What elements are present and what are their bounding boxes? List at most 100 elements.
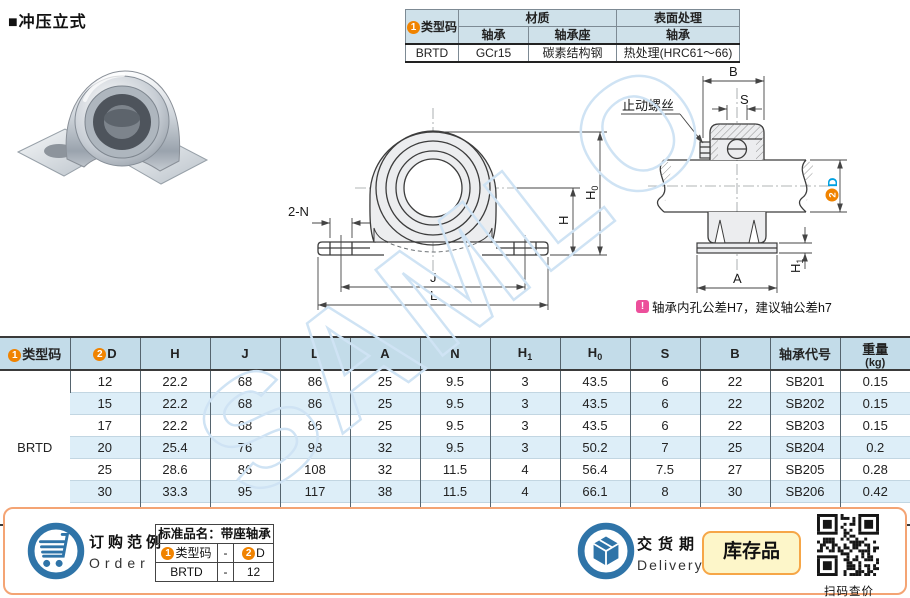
table-row: 25 28.6 86 108 32 11.5 4 56.4 7.5 27 SB2… [0,458,910,481]
cell: 86 [279,369,350,393]
cell: 0.28 [839,458,910,481]
cell: 43.5 [559,369,630,393]
cell: 33.3 [139,480,210,503]
table-row: 15 22.2 68 86 25 9.5 3 43.5 6 22 SB202 0… [0,392,910,415]
spec-header-surface: 表面处理 [616,9,740,27]
page-title: ■冲压立式 [8,14,87,31]
cell: 11.5 [419,480,490,503]
dim-h1-label: H1 [788,259,805,273]
d-value[interactable]: 25 [70,458,140,481]
cell: 8 [629,480,700,503]
delivery-box-icon [577,522,635,580]
cell: 0.2 [839,436,910,459]
spec-subheader-housing: 轴承座 [528,26,617,45]
cell: 66.1 [559,480,630,503]
spec-type-code[interactable]: BRTD [405,43,459,63]
cell: 3 [489,436,560,459]
cell: 0.15 [839,414,910,437]
badge-1: 1 [8,349,22,362]
cell: 95 [209,480,280,503]
tolerance-note: ! 轴承内孔公差H7，建议轴公差h7 [636,297,832,316]
d-value[interactable]: 17 [70,414,140,437]
col-h1: H1 [489,337,560,371]
bearing-code: SB203 [769,414,840,437]
dim-j-label: J [430,270,437,285]
set-screw-label: 止动螺丝 [622,98,674,113]
cell: 22.2 [139,369,210,393]
qr-code[interactable] [817,514,879,576]
cell: 43.5 [559,392,630,415]
delivery-label-en: Delivery [637,557,704,573]
cell: 7.5 [629,458,700,481]
front-view-drawing: 2-N J L H H0 [288,108,607,310]
tolerance-note-text: 轴承内孔公差H7，建议轴公差h7 [652,301,832,315]
dim-l-label: L [430,288,437,303]
cell: 9.5 [419,369,490,393]
cell: 6 [629,392,700,415]
cell: 25 [349,369,420,393]
delivery-label: 交货期 [637,536,701,553]
cart-icon [27,522,85,580]
cell: 86 [279,392,350,415]
order-value-type: BRTD [155,562,218,582]
d-value[interactable]: 20 [70,436,140,459]
dim-s-label: S [740,92,749,107]
table-row: BRTD 12 22.2 68 86 25 9.5 3 43.5 6 22 SB… [0,369,910,525]
cell: 76 [209,436,280,459]
in-stock-badge[interactable]: 库存品 [702,531,801,575]
cell: 3 [489,369,560,393]
cell: 28.6 [139,458,210,481]
order-value-dash: - [217,562,234,582]
cell: 4 [489,480,560,503]
cell: 6 [629,414,700,437]
order-value-d: 12 [233,562,274,582]
cell: 0.42 [839,480,910,503]
cell: 22.2 [139,414,210,437]
cell: 9.5 [419,392,490,415]
cell: 3 [489,392,560,415]
cell: 11.5 [419,458,490,481]
cell: 68 [209,369,280,393]
cell: 25 [349,414,420,437]
type-code-cell[interactable]: BRTD [0,370,70,525]
cell: 30 [699,480,770,503]
col-n: N [419,337,490,371]
cell: 25.4 [139,436,210,459]
cell: 22 [699,414,770,437]
d-value[interactable]: 12 [69,369,140,393]
d-value[interactable]: 15 [70,392,140,415]
cell: 22 [699,369,770,393]
col-s: S [629,337,700,371]
cell: 22.2 [139,392,210,415]
exclamation-icon: ! [636,300,649,313]
cell: 38 [349,480,420,503]
col-b: B [699,337,770,371]
d-value[interactable]: 30 [70,480,140,503]
table-row: 17 22.2 68 86 25 9.5 3 43.5 6 22 SB203 0… [0,414,910,437]
spec-surface-treatment: 热处理(HRC61～66) [616,43,740,63]
cell: 117 [279,480,350,503]
cell: 56.4 [559,458,630,481]
bearing-code: SB202 [769,392,840,415]
col-bearing-code: 轴承代号 [769,337,840,371]
qr-caption: 扫码查价 [824,586,874,598]
dim-d-label: 2 D [825,178,840,202]
bearing-code: SB204 [769,436,840,459]
order-dash: - [217,543,234,563]
col-h: H [139,337,210,371]
col-weight: 重量(kg) [839,337,910,371]
svg-text:2: 2 [828,192,839,197]
highlight [83,73,125,102]
table-row: 30 33.3 95 117 38 11.5 4 66.1 8 30 SB206… [0,480,910,503]
col-j: J [209,337,280,371]
cell: 86 [279,414,350,437]
